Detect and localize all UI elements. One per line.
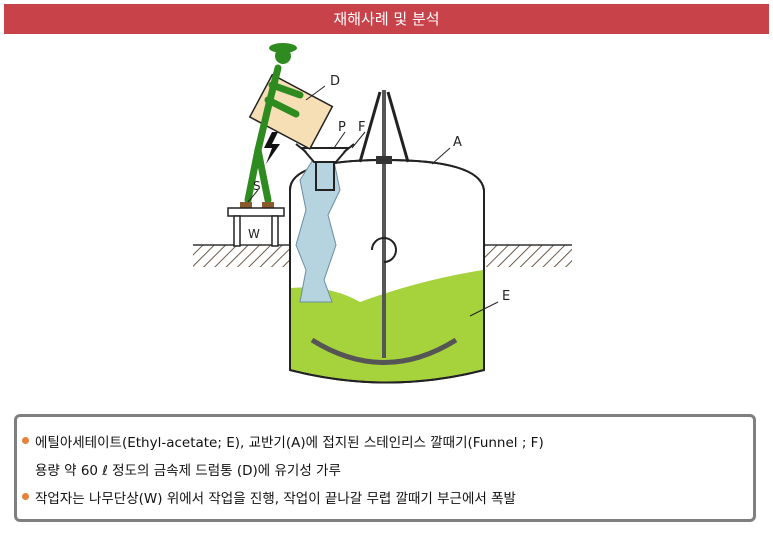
shoe-right bbox=[262, 202, 274, 208]
accident-diagram: D P F A E S W bbox=[193, 43, 572, 384]
label-S: S bbox=[253, 179, 261, 193]
ground bbox=[193, 244, 572, 267]
label-D: D bbox=[330, 74, 340, 89]
label-P: P bbox=[338, 120, 346, 135]
hat bbox=[269, 43, 297, 53]
worker bbox=[244, 48, 304, 204]
label-W: W bbox=[248, 227, 260, 241]
caption-line-2: 용량 약 60 ℓ 정도의 금속제 드럼통 (D)에 유기성 가루 bbox=[35, 463, 341, 479]
wooden-platform bbox=[227, 207, 285, 247]
caption-box: 에틸아세테이트(Ethyl-acetate; E), 교반기(A)에 접지된 스… bbox=[14, 414, 756, 522]
label-F: F bbox=[358, 120, 365, 135]
shoe-left bbox=[240, 202, 252, 208]
bullet-icon bbox=[22, 437, 29, 444]
agitator bbox=[310, 90, 458, 365]
page-title: 재해사례 및 분석 bbox=[4, 4, 769, 34]
label-A: A bbox=[453, 135, 462, 150]
funnel bbox=[295, 143, 355, 191]
spark-icon bbox=[264, 132, 280, 164]
caption-line-3: 작업자는 나무단상(W) 위에서 작업을 진행, 작업이 끝나갈 무렵 깔때기 … bbox=[22, 487, 516, 507]
label-E: E bbox=[502, 289, 510, 304]
bullet-icon bbox=[22, 493, 29, 500]
caption-line-1: 에틸아세테이트(Ethyl-acetate; E), 교반기(A)에 접지된 스… bbox=[22, 431, 544, 451]
